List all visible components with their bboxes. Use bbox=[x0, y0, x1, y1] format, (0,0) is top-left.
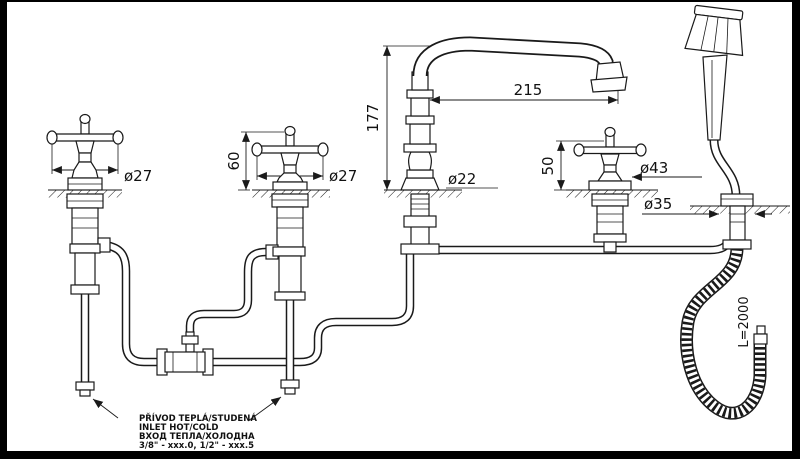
escutcheon-base bbox=[588, 180, 632, 191]
hand-shower bbox=[684, 4, 768, 414]
dim-left-handle-dia: ø27 bbox=[124, 167, 152, 185]
inlet-fitting bbox=[280, 379, 300, 389]
dim-shower-escutcheon-dia: ø35 bbox=[644, 195, 672, 213]
dim-second-valve-height: 60 bbox=[225, 151, 243, 170]
shower-handle bbox=[702, 54, 728, 141]
valve-neck bbox=[603, 164, 617, 173]
cross-handle bbox=[49, 133, 121, 142]
note-line-4: 3/8" - xxx.0, 1/2" - xxx.5 bbox=[139, 441, 254, 451]
handle-hub bbox=[75, 140, 95, 154]
column-drum bbox=[409, 123, 431, 145]
body-flange bbox=[271, 193, 309, 208]
frame-bottom bbox=[0, 451, 800, 459]
valve-neck bbox=[283, 164, 297, 174]
dim-right-valve-height: 50 bbox=[539, 156, 557, 175]
handle-post-knob bbox=[79, 113, 91, 125]
inlet-tip bbox=[284, 387, 296, 395]
spout-outlet-rim bbox=[590, 76, 628, 93]
outlet-stub bbox=[603, 241, 617, 253]
shank-nut bbox=[722, 239, 752, 250]
body-nut-2 bbox=[274, 291, 306, 301]
handle-knob-right bbox=[635, 143, 647, 157]
dim-spout-reach: 215 bbox=[514, 81, 543, 99]
shower-head-cone bbox=[684, 13, 744, 57]
handle-hub bbox=[280, 152, 300, 166]
dim-spout-height: 177 bbox=[364, 104, 382, 133]
handle-knob-left bbox=[46, 130, 58, 145]
frame-top bbox=[0, 0, 800, 2]
handle-post-knob bbox=[604, 126, 616, 138]
shank-nut bbox=[403, 215, 437, 228]
column-ring bbox=[406, 169, 434, 179]
body-nut bbox=[272, 246, 306, 257]
handle-post-knob bbox=[284, 125, 296, 137]
column-ring bbox=[406, 89, 434, 99]
dim-right-escutcheon-dia: ø43 bbox=[640, 159, 668, 177]
valve-body bbox=[596, 205, 624, 235]
handle-knob-right bbox=[317, 142, 329, 157]
note-line-3: ВХОД ТЕПЛА/ХОЛОДНА bbox=[139, 432, 255, 442]
hose-end-stub bbox=[756, 325, 766, 335]
spout bbox=[400, 44, 628, 255]
valve-neck bbox=[78, 152, 92, 163]
body-nut-2 bbox=[70, 284, 100, 295]
spout-base-escutcheon bbox=[400, 177, 440, 191]
handle-knob-left bbox=[573, 143, 585, 157]
handle-hub bbox=[600, 153, 620, 166]
right-valve bbox=[573, 126, 647, 253]
shower-shank bbox=[729, 205, 746, 241]
valve-body bbox=[71, 207, 99, 245]
frame-left bbox=[0, 0, 7, 459]
inlet-arrow-second bbox=[247, 396, 282, 422]
dim-hose-length: L=2000 bbox=[737, 296, 752, 347]
inlet-fitting bbox=[75, 381, 95, 391]
inlet-note: PŘÍVOD TEPLÁ/STUDENÁ INLET HOT/COLD ВХОД… bbox=[92, 396, 282, 451]
column-ring bbox=[405, 115, 435, 125]
cross-handle bbox=[254, 145, 326, 154]
body-nut bbox=[593, 233, 627, 243]
left-valve bbox=[46, 113, 124, 397]
escutcheon-base bbox=[272, 181, 308, 191]
hose-end-fitting bbox=[753, 333, 768, 345]
shank-bottom-nut bbox=[400, 243, 440, 255]
handle-knob-right bbox=[112, 130, 124, 145]
column-drum bbox=[410, 97, 430, 117]
body-nut bbox=[69, 243, 101, 254]
column-drum bbox=[408, 151, 432, 171]
body-lower bbox=[74, 252, 96, 286]
dim-spout-shank-dia: ø22 bbox=[448, 170, 476, 188]
inlet-arrow-left bbox=[92, 398, 119, 419]
body-lower bbox=[278, 255, 302, 293]
frame-right bbox=[792, 0, 800, 459]
dim-second-handle-dia: ø27 bbox=[329, 167, 357, 185]
column-ring bbox=[403, 143, 437, 153]
note-line-1: PŘÍVOD TEPLÁ/STUDENÁ bbox=[139, 412, 257, 424]
shower-head bbox=[684, 4, 744, 57]
tee-top-nut bbox=[181, 335, 199, 345]
second-valve bbox=[251, 125, 329, 395]
valve-body bbox=[276, 206, 304, 248]
mixer-tee bbox=[156, 331, 214, 376]
shower-escutcheon bbox=[720, 193, 754, 207]
cross-handle bbox=[576, 146, 644, 155]
inlet-tip bbox=[79, 389, 91, 397]
tee-body bbox=[164, 351, 206, 373]
note-line-2: INLET HOT/COLD bbox=[139, 423, 218, 433]
handle-knob-left bbox=[251, 142, 263, 157]
